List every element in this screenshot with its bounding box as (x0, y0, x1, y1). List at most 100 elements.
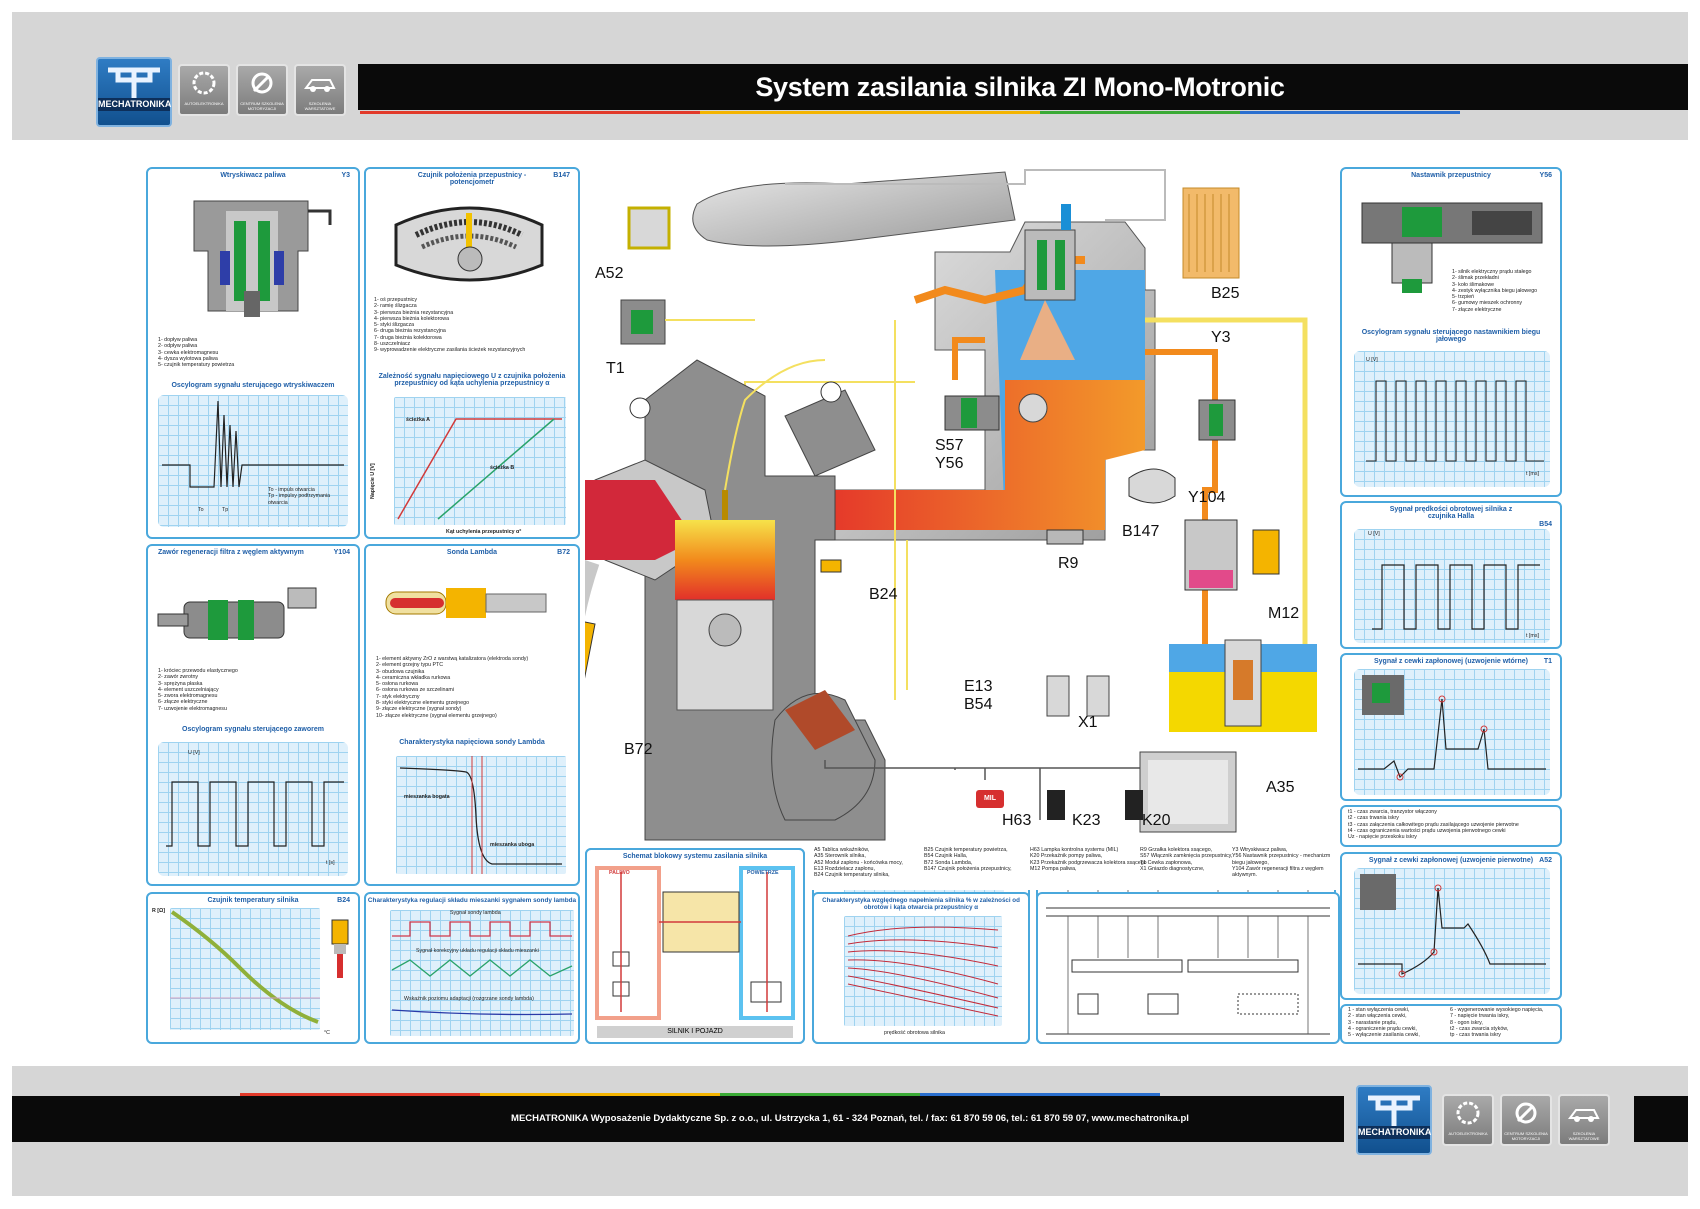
coil-secondary-trace (1358, 675, 1546, 781)
intake-mixture (835, 380, 1145, 530)
tp-label: Tp (222, 507, 229, 513)
r9-heater-icon (1046, 529, 1084, 545)
mechatronika-logo-footer: MECHATRONIKA (1356, 1085, 1432, 1155)
panel-fill-chart-body: Charakterystyka względnego napełnienia s… (812, 892, 1030, 1044)
air-intake-tube (692, 171, 1016, 247)
panel-code: B72 (557, 549, 570, 556)
oscilloscope-grid: To - impuls otwarcia Tp - impulsy podtrz… (158, 395, 348, 527)
u-label: U [V] (1368, 531, 1380, 537)
air-label: POWIETRZE (747, 870, 779, 876)
panel-lambda: Sonda Lambda B72 1- element aktywny ZrO … (364, 544, 580, 886)
panel-title: Zawór regeneracji filtra z węglem aktywn… (158, 549, 304, 556)
fill-chart (844, 916, 1002, 1026)
badge-centrum: CENTRUM SZKOLENIA MOTORYZACJI (1500, 1094, 1552, 1146)
symbol-column: H63 Lampka kontrolna systemu (MIL) K20 P… (1030, 847, 1147, 872)
lambda-chart: mieszanka bogata mieszanka uboga (396, 756, 566, 874)
label-x1: X1 (1078, 714, 1098, 731)
panel-block-body: Schemat blokowy systemu zasilania silnik… (585, 848, 805, 1044)
label-k20: K20 (1142, 812, 1171, 829)
series-label: Wskaźnik poziomu adaptacji (rozgrzane so… (404, 996, 534, 1002)
panel-injector: Wtryskiwacz paliwa Y3 1- dopływ paliwa 2… (146, 167, 360, 539)
x1-connector-icon (1046, 675, 1070, 717)
gear-icon (1456, 1101, 1480, 1125)
b72-probe-icon (585, 621, 596, 679)
bar-gap (12, 64, 74, 110)
panel-throttle-sensor: Czujnik położenia przepustnicy - potencj… (364, 167, 580, 539)
subtitle: Zależność sygnału napięciowego U z czujn… (378, 373, 566, 387)
ntc-chart (170, 908, 320, 1030)
panel-title: Sygnał z cewki zapłonowej (uzwojenie pie… (1368, 857, 1534, 864)
x-label: prędkość obrotowa silnika (884, 1030, 945, 1036)
label-a: ścieżka A (406, 417, 430, 423)
temp-sensor-icon (331, 919, 349, 978)
page-title: System zasilania silnika ZI Mono-Motroni… (755, 72, 1285, 102)
panel-mixture: Charakterystyka regulacji składu mieszan… (364, 892, 580, 1044)
color-stripe (240, 1093, 480, 1096)
lean-label: mieszanka uboga (490, 842, 535, 848)
engine-diagram (585, 169, 1317, 841)
oscilloscope-grid: U [V] t [s] (158, 742, 348, 876)
symbol-column: R9 Grzałka kolektora ssącego, S57 Włączn… (1140, 847, 1233, 872)
panel-title: Sygnał prędkości obrotowej silnika z czu… (1389, 506, 1513, 520)
lambda-curve (399, 756, 562, 874)
legend: 1- oś przepustnicy 2- ramię ślizgacza 3-… (374, 297, 526, 354)
ntc-curve (170, 910, 320, 1024)
car-icon (1568, 1109, 1600, 1122)
osc-note: To - impuls otwarcia Tp - impulsy podtrz… (268, 487, 331, 506)
badge-szkolenia: SZKOLENIA WARSZTATOWE (1558, 1094, 1610, 1146)
valve-signal-trace (166, 781, 344, 847)
y-label: R [Ω] (152, 908, 166, 914)
rich-label: mieszanka bogata (404, 794, 450, 800)
car-icon (304, 79, 336, 92)
legend: 1- silnik elektryczny prądu stałego 2- ś… (1452, 269, 1538, 313)
color-stripe (700, 111, 1040, 114)
panel-code: Y3 (341, 172, 350, 179)
panel-coil-primary-legend: 1 - stan wyłączenia cewki, 2 - stan włąc… (1340, 1004, 1562, 1044)
u-label: U [V] (1366, 357, 1378, 363)
injector-signal-trace (162, 400, 344, 488)
to-label: To (198, 507, 204, 513)
panel-code: B54 (1539, 521, 1552, 528)
badge-autoelektronika: AUTOELEKTRONIKA (1442, 1094, 1494, 1146)
panel-coil-primary: Sygnał z cewki zapłonowej (uzwojenie pie… (1340, 852, 1562, 1000)
label-b72: B72 (624, 741, 653, 758)
oscilloscope-grid (1354, 669, 1550, 795)
panel-temp-sensor: Czujnik temperatury silnika B24 R [Ω] °C (146, 892, 360, 1044)
badge-centrum: CENTRUM SZKOLENIA MOTORYZACJI (236, 64, 288, 116)
mechatronika-logo: MECHATRONIKA (96, 57, 172, 127)
label-r9: R9 (1058, 555, 1079, 572)
coil-primary-trace (1358, 874, 1546, 978)
legend: 1- króciec przewodu elastycznego 2- zawó… (158, 668, 238, 712)
x-unit: °C (324, 1030, 330, 1036)
legend: 1 - stan wyłączenia cewki, 2 - stan włąc… (1348, 1007, 1420, 1039)
label-m12: M12 (1268, 605, 1300, 622)
color-stripe (720, 1093, 920, 1096)
legend: 6 - wygenerowanie wysokiego napięcia, 7 … (1450, 1007, 1544, 1039)
panel-coil-secondary: Sygnał z cewki zapłonowej (uzwojenie wtó… (1340, 653, 1562, 801)
label-t1: T1 (606, 360, 625, 377)
panel-coil-secondary-legend: t1 - czas zwarcia, tranzystor włączony t… (1340, 805, 1562, 847)
color-stripe (1040, 111, 1240, 114)
gear-icon (192, 71, 216, 95)
label-b: ścieżka B (490, 465, 515, 471)
fill-curves (847, 926, 999, 1017)
actuator-signal-trace (1366, 380, 1544, 462)
b147-sensor-icon (1128, 468, 1176, 504)
color-stripe (480, 1093, 720, 1096)
panel-title: Charakterystyka regulacji składu mieszan… (367, 897, 577, 904)
color-stripe (1240, 111, 1460, 114)
panel-code: Y104 (333, 549, 350, 556)
k20-relay-icon (1125, 790, 1143, 820)
u-label: U [V] (188, 750, 200, 756)
legend: 1- dopływ paliwa 2- odpływ paliwa 3- cew… (158, 337, 235, 369)
color-stripe (360, 111, 700, 114)
footer-text: MECHATRONIKA Wyposażenie Dydaktyczne Sp.… (511, 1113, 1189, 1124)
x-label: Kąt uchylenia przepustnicy α° (446, 529, 522, 535)
wrench-gear-icon (251, 72, 273, 94)
lambda-probe-icon (385, 588, 547, 618)
badge-autoelektronika: AUTOELEKTRONIKA (178, 64, 230, 116)
air-filter-icon (1182, 187, 1240, 279)
symbol-column: Y3 Wtryskiwacz paliwa, Y56 Nastawnik prz… (1232, 847, 1331, 879)
mixture-traces (391, 921, 573, 1016)
symbol-table-bg: A5 Tablica wskaźników, A35 Sterownik sil… (812, 846, 1340, 890)
